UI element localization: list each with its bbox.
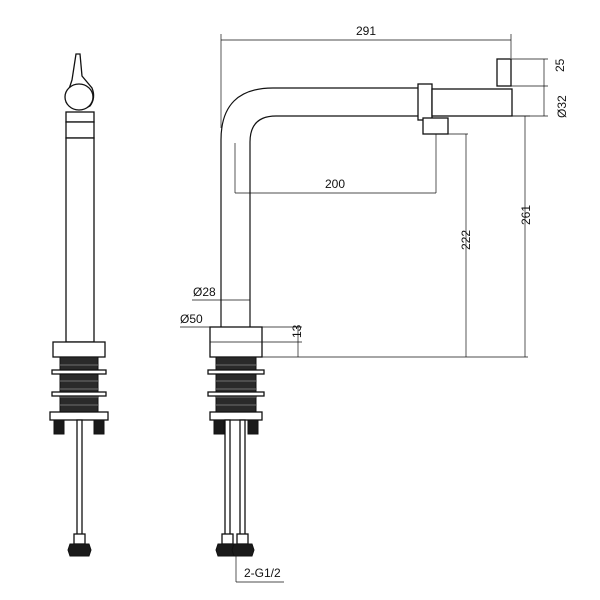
dim-outlet-height: 222: [459, 230, 473, 250]
front-nut-right: [247, 419, 259, 435]
front-hose-fitting-left: [221, 533, 234, 545]
dim-spout-diameter: Ø32: [555, 95, 569, 118]
front-view: [207, 58, 513, 557]
front-washer-1: [207, 369, 265, 375]
side-nut-right: [93, 419, 105, 435]
side-washer-2: [51, 391, 107, 397]
front-body-inner: [249, 115, 418, 327]
front-hose-nut-right: [231, 543, 255, 557]
dim-total-height: 261: [519, 205, 533, 225]
dim-body-diameter: Ø28: [193, 285, 216, 299]
side-hose: [76, 419, 83, 547]
dim-base-diameter: Ø50: [180, 312, 203, 326]
dim-base-height: 13: [290, 324, 304, 338]
side-hose-nut: [67, 543, 92, 557]
front-clamp-plate: [209, 411, 263, 421]
side-handle-knob: [64, 83, 94, 111]
front-spout-head: [431, 88, 513, 117]
dim-overall-width: 291: [356, 24, 376, 38]
side-collar: [65, 111, 95, 123]
dim-hose-thread: 2-G1/2: [244, 566, 281, 580]
side-threaded-shank: [59, 356, 99, 413]
dim-spout-reach: 200: [325, 177, 345, 191]
side-clamp-plate: [49, 411, 109, 421]
side-body-tube: [65, 137, 95, 343]
front-hose-fitting-right: [236, 533, 249, 545]
side-collar-ring: [65, 121, 95, 139]
side-hose-fitting: [73, 533, 86, 545]
dim-head-height: 25: [553, 58, 567, 72]
side-base: [52, 341, 106, 358]
front-washer-2: [207, 391, 265, 397]
side-view: [49, 53, 109, 557]
front-aerator-cap: [496, 58, 512, 87]
front-threaded-shank: [215, 356, 257, 413]
dimension-lines: [180, 34, 548, 583]
side-washer-1: [51, 369, 107, 375]
front-body-outer: [220, 87, 418, 327]
front-outlet: [422, 117, 449, 135]
front-spout-joint: [417, 83, 433, 121]
side-nut-left: [53, 419, 65, 435]
front-nut-left: [213, 419, 225, 435]
front-hose-right: [239, 419, 246, 547]
front-hose-left: [224, 419, 231, 547]
